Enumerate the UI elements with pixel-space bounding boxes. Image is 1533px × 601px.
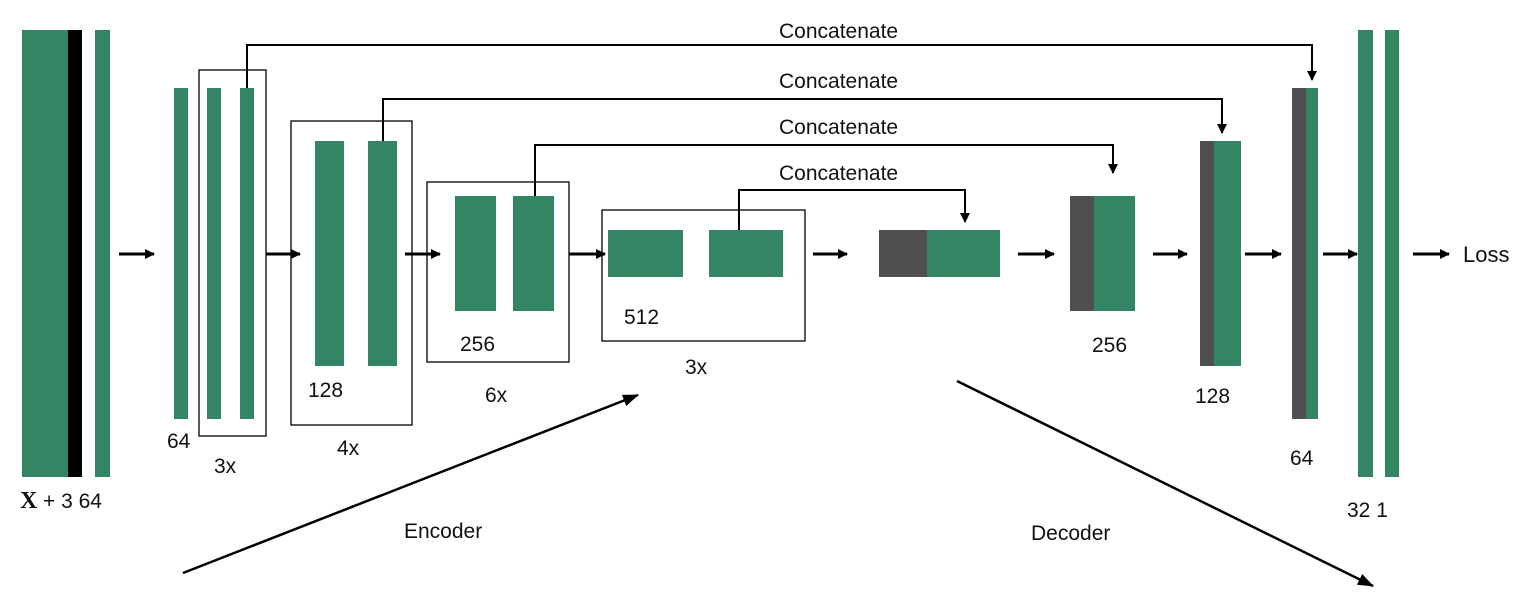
input-channels-label: + 3 64: [43, 490, 102, 513]
enc64-block-bar-1: [207, 88, 221, 419]
enc128-bar-1: [315, 141, 344, 366]
decoder-label: Decoder: [1031, 522, 1110, 545]
decoder-arrow: [956, 379, 1374, 588]
input-extra-channels-bar: [68, 30, 82, 477]
dec128-up-part: [1214, 141, 1241, 366]
enc64-block-bar-2: [240, 88, 254, 419]
enc256-bar-1: [455, 196, 496, 311]
dec512-skip-part: [879, 230, 927, 277]
enc128-bar-2: [368, 141, 397, 366]
enc256-repeat-box: [426, 181, 570, 363]
enc64-label: 64: [167, 430, 191, 453]
encoder-arrow: [182, 393, 639, 575]
dec128-label: 128: [1195, 385, 1230, 408]
input-channels-bar: [22, 30, 68, 477]
concat-label-2: Concatenate: [779, 70, 898, 93]
dec128-skip-part: [1200, 141, 1214, 366]
input-64-bar: [95, 30, 110, 477]
skip-connections: [246, 44, 1317, 230]
enc256-repeat-label: 6x: [485, 384, 508, 407]
enc64-repeat-label: 3x: [214, 455, 237, 478]
enc512-bar-2: [709, 230, 783, 277]
concat-label-1: Concatenate: [779, 20, 898, 43]
dec64-label: 64: [1290, 447, 1314, 470]
skip-connection-64: [246, 44, 1317, 88]
concat-label-3: Concatenate: [779, 116, 898, 139]
enc256-label: 256: [460, 333, 495, 356]
input-x-label: X: [20, 488, 38, 514]
enc512-bar-1: [608, 230, 683, 277]
concat-label-4: Concatenate: [779, 162, 898, 185]
input-block: [22, 30, 110, 477]
dec512-up-part: [927, 230, 1000, 277]
enc128-repeat-label: 4x: [337, 437, 360, 460]
enc128-label: 128: [308, 379, 343, 402]
encoder-label: Encoder: [404, 520, 482, 543]
enc256-bar-2: [513, 196, 554, 311]
enc128-repeat-box: [290, 120, 413, 426]
out1-bar: [1385, 30, 1399, 477]
out32-bar: [1358, 30, 1373, 477]
enc512-repeat-label: 3x: [685, 356, 708, 379]
dec256-skip-part: [1070, 196, 1094, 311]
output-channels-label: 32 1: [1347, 499, 1388, 522]
dec256-up-part: [1094, 196, 1135, 311]
loss-label: Loss: [1463, 242, 1509, 267]
dec64-skip-part: [1292, 88, 1306, 419]
enc512-repeat-box: [601, 209, 806, 342]
dec64-up-part: [1306, 88, 1318, 419]
enc512-label: 512: [624, 306, 659, 329]
dec256-label: 256: [1092, 334, 1127, 357]
skip-connection-512: [738, 189, 970, 230]
enc64-bar: [174, 88, 188, 419]
skip-connection-128: [382, 98, 1227, 141]
skip-connection-256: [534, 144, 1118, 196]
